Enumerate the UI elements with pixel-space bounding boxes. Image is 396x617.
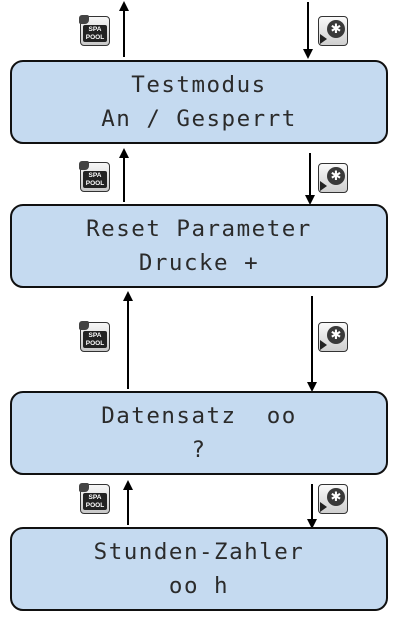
screen-line-2: Drucke +: [138, 250, 260, 276]
gear-icon: ✱: [318, 322, 348, 352]
spa-pool-icon: SPA POOL: [79, 483, 110, 514]
gear-icon: ✱: [318, 163, 348, 193]
screen-line-1: Reset Parameter: [86, 216, 312, 242]
spa-pool-label: SPA POOL: [83, 171, 107, 188]
screen-line-2: oo h: [168, 573, 230, 599]
gear-icon: ✱: [318, 484, 348, 514]
lcd-screen-reset-parameter: Reset Parameter Drucke +: [10, 204, 388, 288]
screen-line-2: ?: [191, 437, 207, 463]
screen-line-1: Stunden-Zahler: [93, 539, 305, 565]
lcd-screen-datensatz: Datensatz oo ?: [10, 391, 388, 475]
screen-line-2: An / Gesperrt: [101, 106, 297, 132]
spa-pool-icon: SPA POOL: [79, 15, 110, 46]
spa-pool-label: SPA POOL: [83, 25, 107, 42]
screen-line-1: Datensatz oo: [101, 403, 297, 429]
lcd-screen-testmodus: Testmodus An / Gesperrt: [10, 60, 388, 144]
spa-pool-icon: SPA POOL: [79, 161, 110, 192]
gear-icon: ✱: [318, 16, 348, 46]
screen-line-1: Testmodus: [131, 72, 267, 98]
lcd-screen-stunden-zahler: Stunden-Zahler oo h: [10, 527, 388, 611]
spa-pool-label: SPA POOL: [83, 493, 107, 510]
spa-pool-label: SPA POOL: [83, 331, 107, 348]
spa-pool-icon: SPA POOL: [79, 321, 110, 352]
